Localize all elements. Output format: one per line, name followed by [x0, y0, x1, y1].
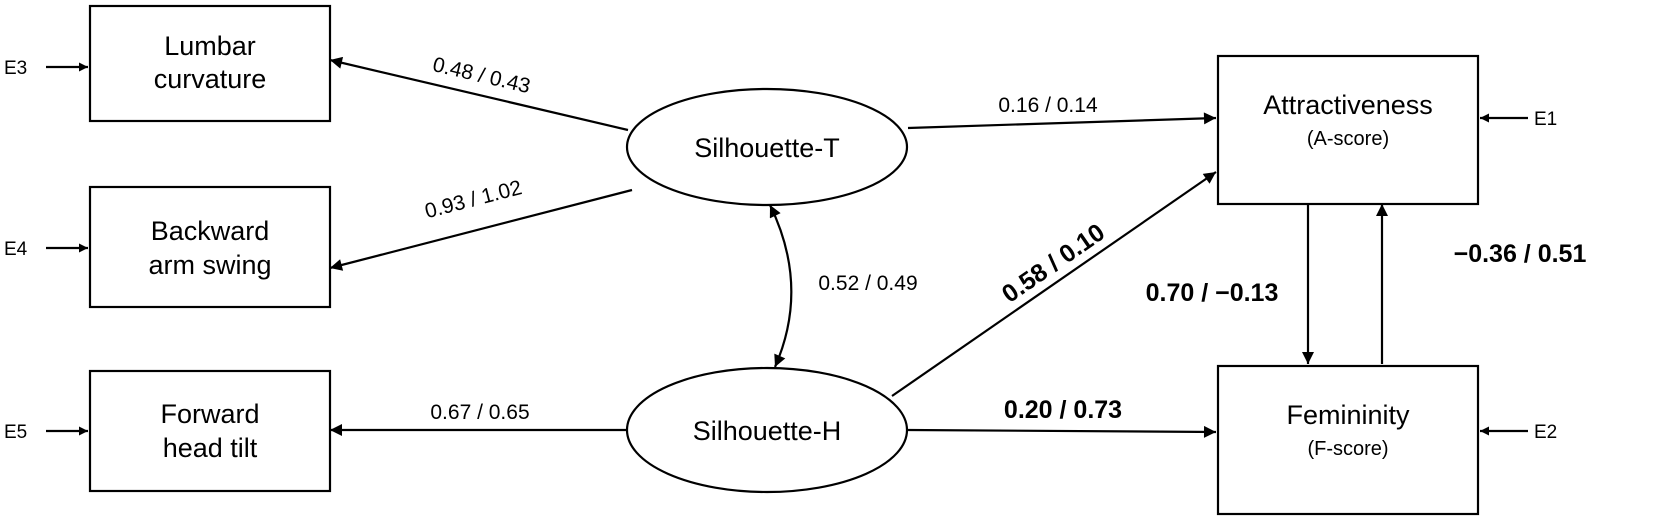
node-forward-line2: head tilt [163, 433, 258, 463]
node-backward-line2: arm swing [148, 250, 271, 280]
edge-silhouette-t-to-attractiveness [907, 112, 1217, 130]
node-femininity-sub: (F-score) [1307, 438, 1388, 460]
error-label-e2: E2 [1534, 422, 1557, 443]
node-attractiveness-sub: (A-score) [1307, 128, 1389, 150]
node-backward-arm-swing: Backward arm swing [88, 185, 332, 309]
node-lumbar-curvature: Lumbar curvature [88, 4, 332, 123]
error-label-e5: E5 [4, 422, 27, 443]
edge-silhouette-t-to-backward [329, 188, 633, 271]
node-lumbar-line1: Lumbar [164, 31, 256, 61]
node-silhouette-h: Silhouette-H [625, 366, 909, 494]
node-silhouette-h-label: Silhouette-H [693, 416, 842, 446]
node-attractiveness-label: Attractiveness [1263, 90, 1433, 120]
coef-t-attractiveness: 0.16 / 0.14 [998, 94, 1098, 117]
coef-covariance: 0.52 / 0.49 [818, 272, 917, 295]
node-backward-line1: Backward [151, 216, 270, 246]
error-label-e4: E4 [4, 239, 28, 260]
coef-attractiveness-femininity: 0.70 / −0.13 [1146, 279, 1279, 307]
coef-femininity-attractiveness: −0.36 / 0.51 [1454, 240, 1587, 268]
error-label-e3: E3 [4, 58, 27, 79]
coef-t-backward: 0.93 / 1.02 [422, 176, 524, 223]
coef-t-lumbar: 0.48 / 0.43 [431, 53, 533, 98]
edge-silhouette-t-to-lumbar [329, 56, 629, 132]
node-forward-line1: Forward [160, 399, 259, 429]
edge-silhouette-h-to-femininity [907, 425, 1217, 438]
edge-covariance-t-h [769, 204, 793, 368]
node-silhouette-t: Silhouette-T [625, 87, 909, 207]
node-lumbar-line2: curvature [154, 64, 267, 94]
coef-h-forward: 0.67 / 0.65 [430, 401, 529, 424]
coef-h-femininity: 0.20 / 0.73 [1004, 396, 1122, 424]
coef-h-attractiveness: 0.58 / 0.10 [997, 218, 1110, 308]
node-silhouette-t-label: Silhouette-T [694, 133, 840, 163]
node-femininity-label: Femininity [1286, 400, 1410, 430]
error-label-e1: E1 [1534, 109, 1557, 130]
edge-silhouette-h-to-attractiveness [891, 171, 1217, 397]
node-femininity: Femininity (F-score) [1216, 364, 1480, 516]
node-forward-head-tilt: Forward head tilt [88, 369, 332, 493]
node-attractiveness: Attractiveness (A-score) [1216, 54, 1480, 206]
